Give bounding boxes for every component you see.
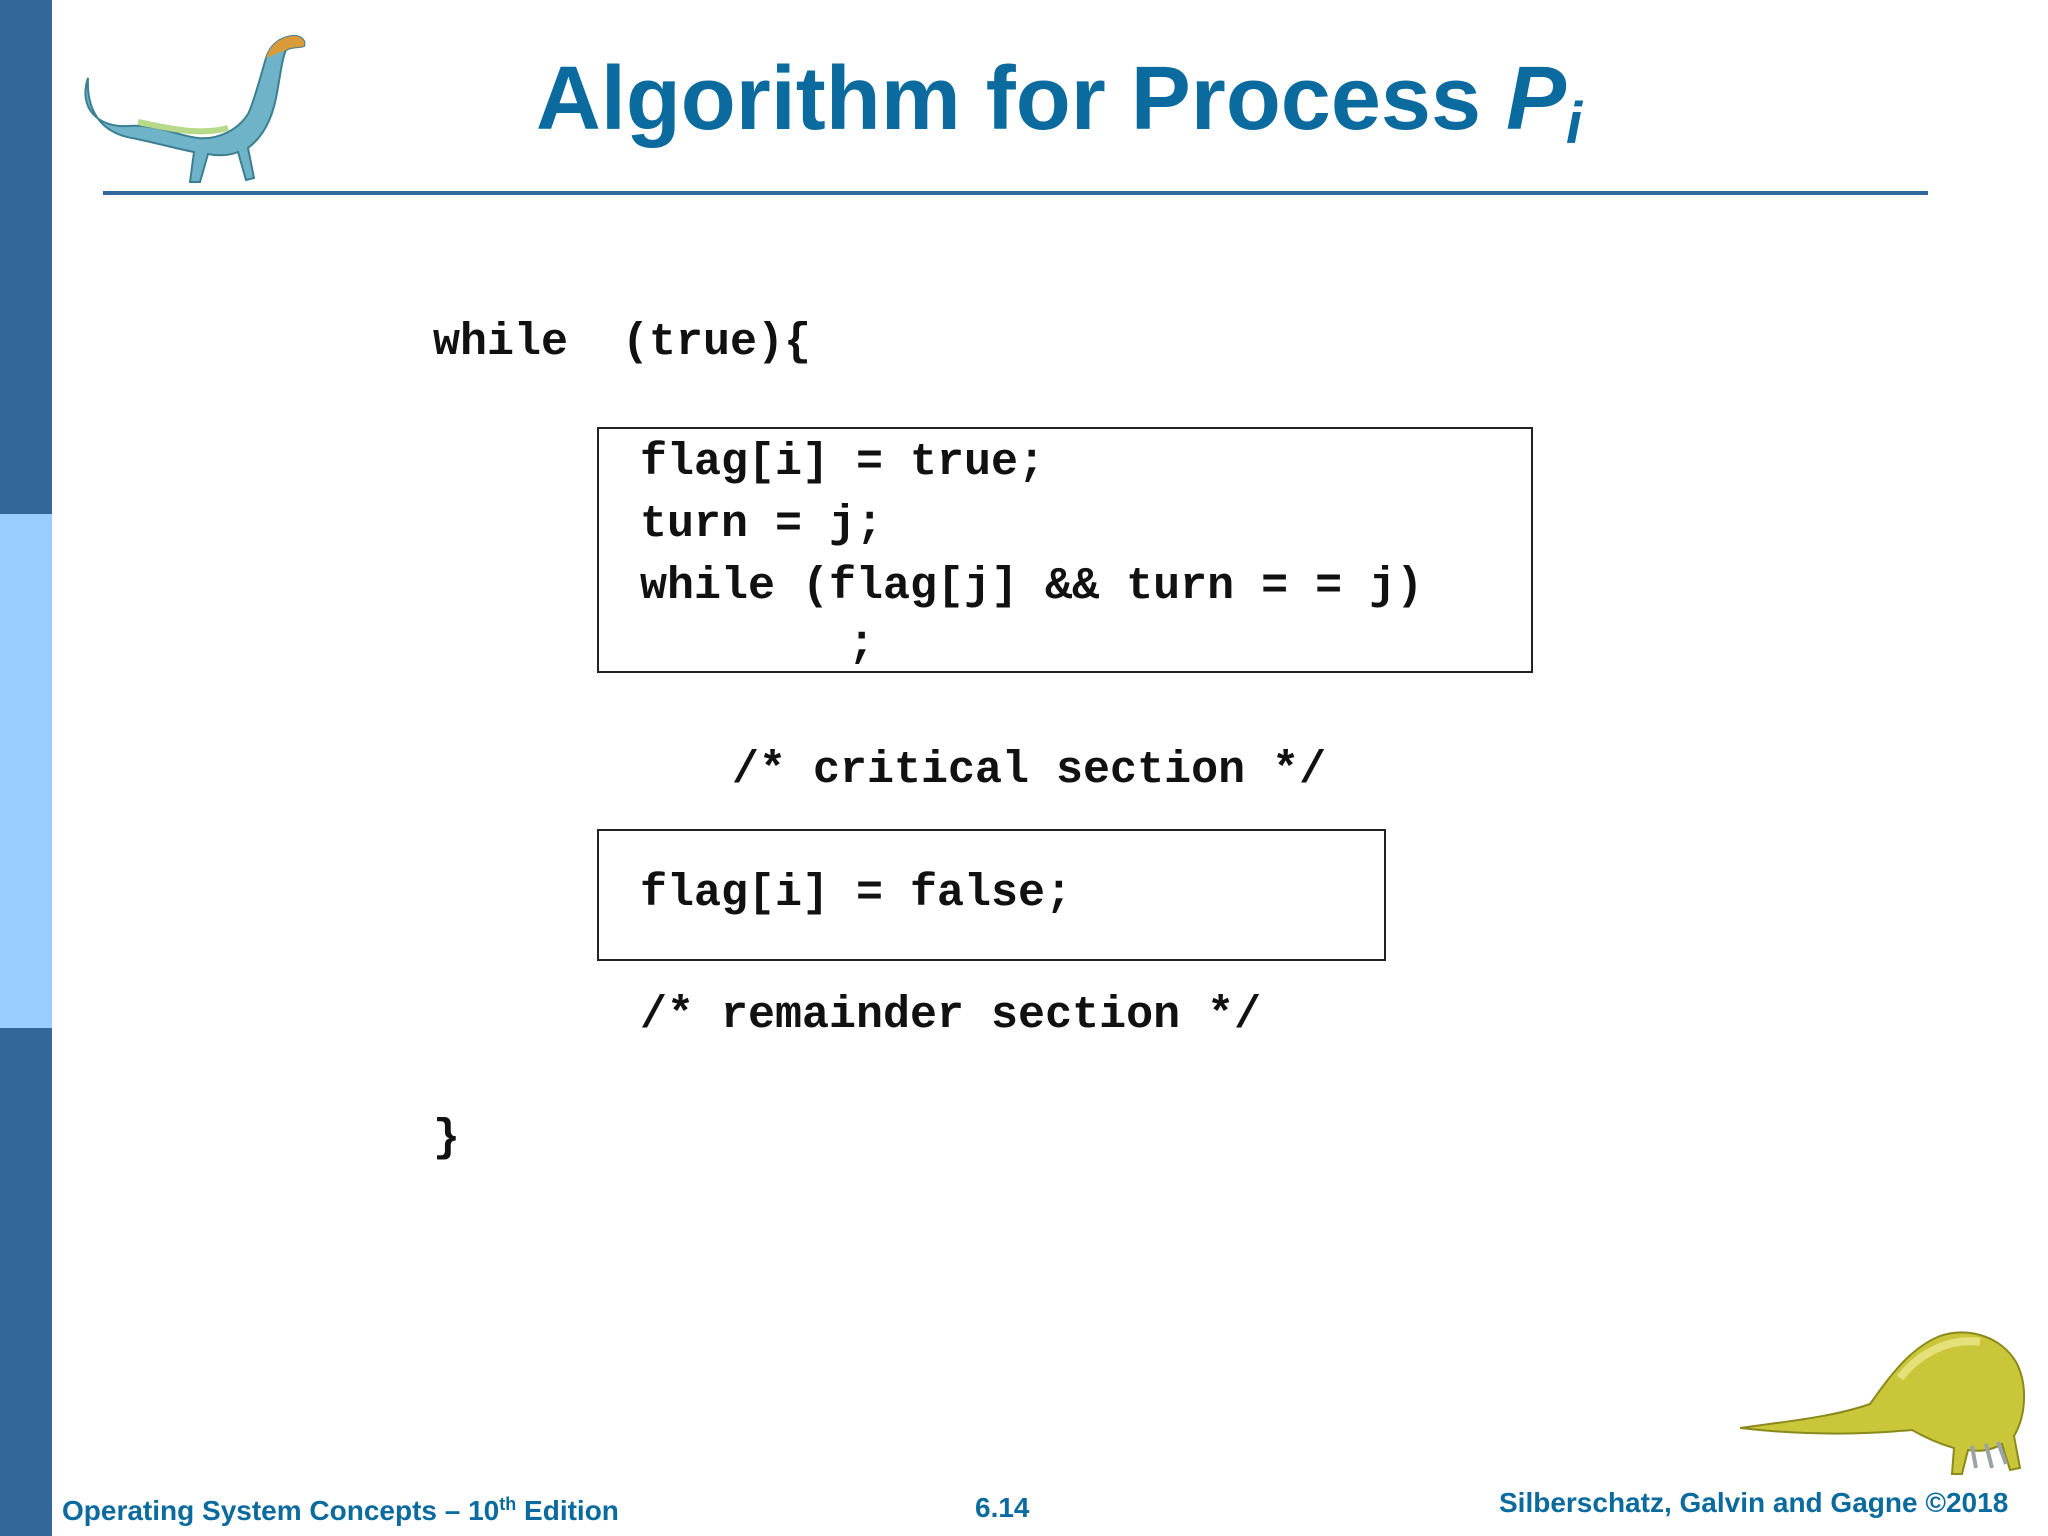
title-subscript: i [1566, 91, 1583, 156]
dinosaur-icon [84, 34, 306, 183]
footer-copyright: Silberschatz, Galvin and Gagne ©2018 [1499, 1487, 2009, 1518]
title-prefix: Algorithm for Process [535, 49, 1507, 149]
sidebar-top-band [0, 0, 52, 514]
sidebar-bottom-band [0, 1028, 52, 1536]
code-line-flag-true: flag[i] = true; [640, 437, 1046, 488]
footer-edition-suffix: th [499, 1494, 517, 1514]
code-while-line: while (true){ [433, 317, 812, 368]
footer-book-title-prefix: Operating System Concepts – 10 [62, 1495, 500, 1526]
footer-book-title: Operating System Concepts – 10th Edition [62, 1494, 619, 1527]
dinosaur-icon [1740, 1331, 2026, 1475]
sidebar-middle-band [0, 514, 52, 1028]
code-remainder-comment: /* remainder section */ [640, 990, 1262, 1041]
exit-section-box [597, 829, 1386, 961]
code-line-flag-false: flag[i] = false; [640, 868, 1073, 919]
sidebar [0, 0, 52, 1536]
title-divider [103, 191, 1928, 195]
slide-title: Algorithm for Process Pi [0, 48, 2048, 157]
code-closing-brace: } [433, 1113, 461, 1164]
code-line-inner-while: while (flag[j] && turn = = j) [640, 561, 1424, 612]
code-line-turn: turn = j; [640, 499, 884, 550]
code-line-semicolon: ; [848, 619, 876, 670]
footer-book-title-suffix: Edition [516, 1495, 619, 1526]
title-variable: P [1506, 49, 1567, 149]
footer-page-number: 6.14 [975, 1492, 1030, 1523]
code-critical-comment: /* critical section */ [732, 745, 1327, 796]
entry-section-box [597, 427, 1533, 673]
